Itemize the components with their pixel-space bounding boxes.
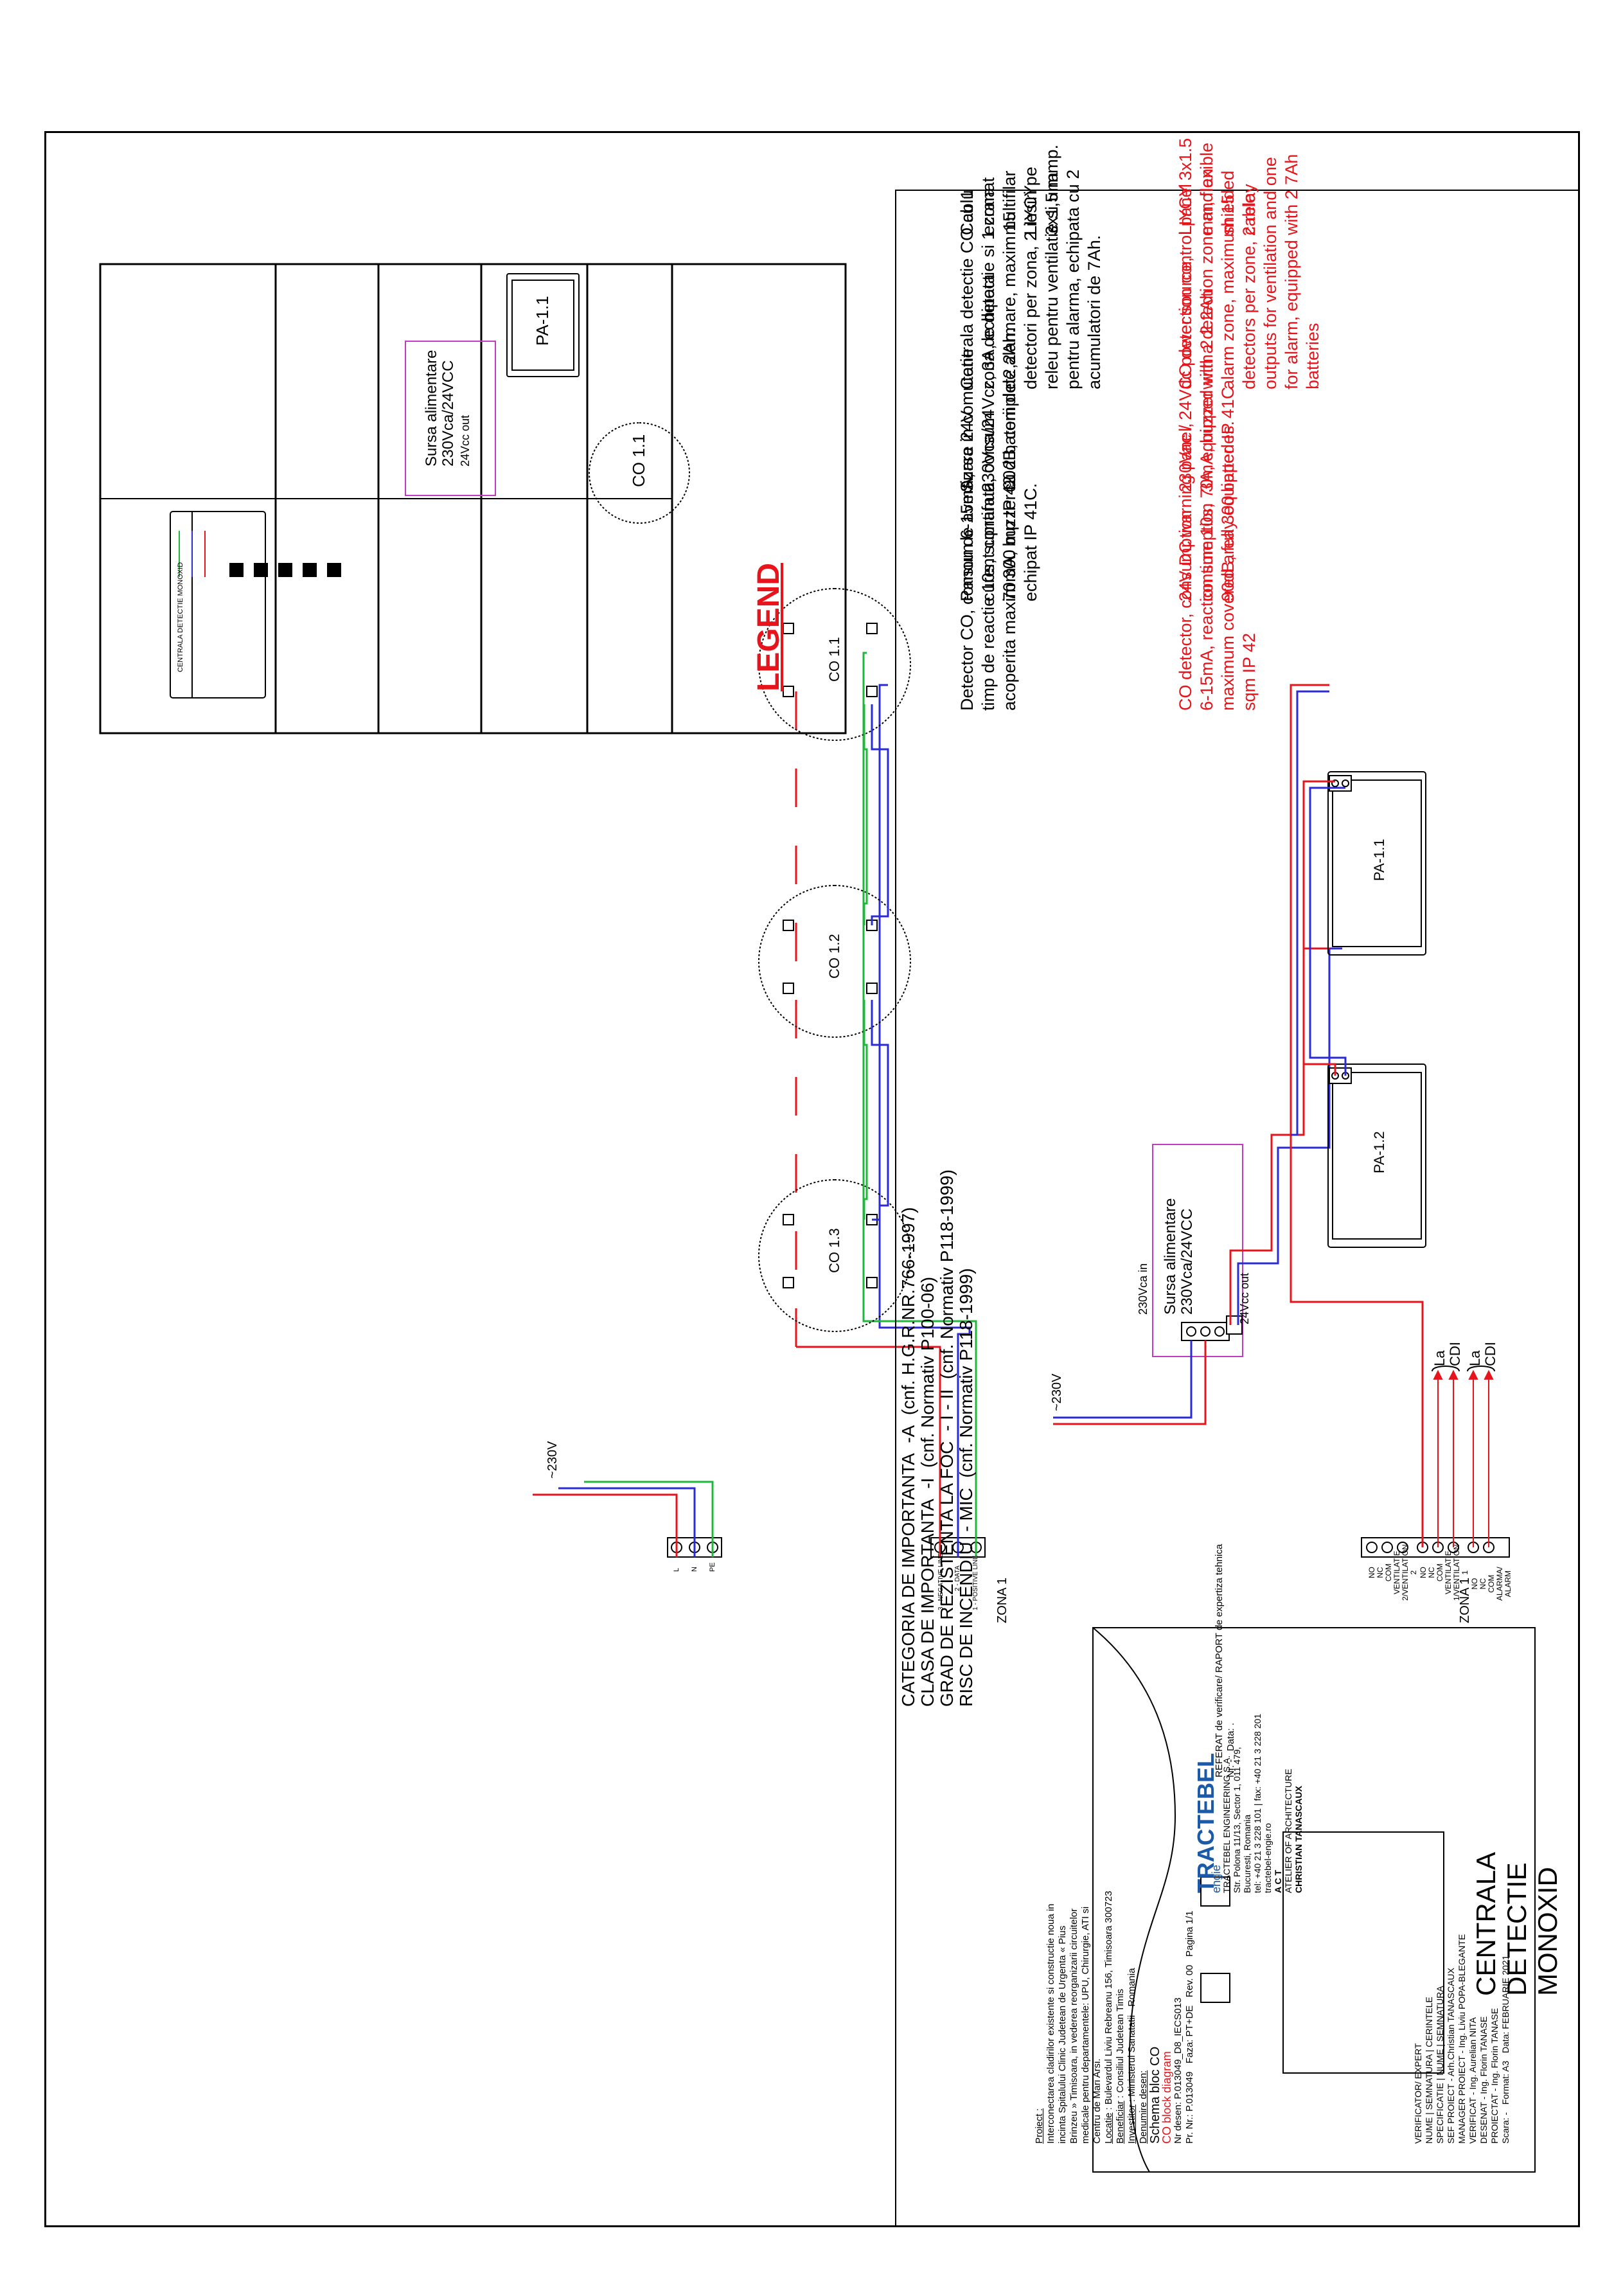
central-zone-left: ZONA 1	[995, 1577, 1009, 1623]
legend-title: LEGEND	[752, 562, 786, 691]
legend-symbol-co: CO 1.1	[629, 434, 648, 487]
psu-mains-wires	[1053, 1340, 1207, 1425]
pa-panels	[1327, 771, 1426, 1248]
detector-terminals	[783, 623, 878, 1288]
importance-block: CATEGORIA DE IMPORTANTA -A (cnf. H.G.R.N…	[898, 1169, 976, 1707]
central-display	[1200, 1831, 1444, 2074]
psu-in-label: 230Vca in	[1137, 1263, 1149, 1315]
pa-1-1-label: PA-1.1	[1371, 839, 1387, 881]
legend-symbol-pa: PA-1.1	[533, 296, 552, 346]
title-block-signatures: VERIFICATOR/ EXPERT NUME | SEMNATURA | C…	[1413, 1934, 1511, 2144]
detector-co-1-2: CO 1.2	[826, 934, 842, 979]
pa-1-2-label: PA-1.2	[1371, 1131, 1387, 1173]
psu-out-label: 24Vcc out	[1238, 1272, 1251, 1324]
psu-label: Sursa alimentare 230Vca/24VCC	[1162, 1198, 1196, 1315]
outer-frame	[44, 131, 1580, 2227]
rotated-drawing: LEGEND CO 1.1 PA-1.1 Sursa alimentare 23…	[44, 131, 1580, 2227]
mains-label-central: ~230V	[545, 1441, 560, 1479]
power-terminal-n: N	[691, 1567, 698, 1572]
title-block-firm: TRACTEBEL engie TRACTEBEL ENGINEERING S.…	[1193, 1713, 1304, 1893]
central-panel-outline	[1092, 1627, 1536, 2173]
title-block-content: Proiect : Interconectarea cladirilor exi…	[1034, 1891, 1195, 2144]
legend-symbol-psu: Sursa alimentare 230Vca/24VCC 24Vcc out	[423, 350, 472, 467]
cdi-brackets	[1432, 1365, 1495, 1372]
detector-co-1-1: CO 1.1	[826, 637, 842, 682]
wiring-diagram	[99, 190, 1580, 2227]
relay-terminal-block	[1361, 1537, 1510, 1558]
mains-label-psu: ~230V	[1050, 1373, 1064, 1411]
pa-terminals	[1329, 775, 1352, 1084]
legend-central-blocks	[229, 563, 341, 577]
relay-output-wires	[1433, 1369, 1494, 1547]
power-terminal-pe: PE	[709, 1562, 716, 1572]
pa-interconnect	[1302, 780, 1347, 1076]
detector-loop-wires	[795, 652, 977, 1557]
pa-wires	[1290, 684, 1424, 1547]
legend-table	[99, 263, 847, 734]
legend-symbol-central: CENTRALA DETECTIE MONOXID	[177, 562, 184, 672]
mains-wires	[533, 1481, 714, 1557]
legend-symbols	[170, 273, 690, 699]
title-block-lines	[895, 190, 1580, 2227]
detector-shapes	[758, 588, 911, 1332]
psu-output-wires	[1229, 947, 1342, 1325]
legend-cable-lines	[179, 531, 206, 577]
detector-co-1-3: CO 1.3	[826, 1228, 842, 1273]
detector-inter-wires	[863, 704, 889, 1221]
power-terminal-l: L	[673, 1567, 680, 1572]
